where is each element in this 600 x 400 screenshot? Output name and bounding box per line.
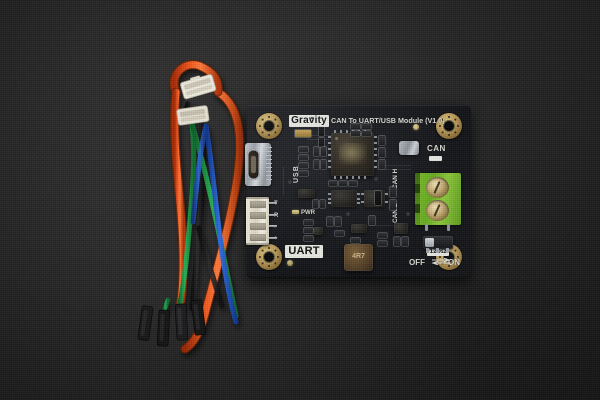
terminal-screw-can-h[interactable] (426, 177, 449, 198)
pcb-via (347, 213, 349, 215)
pcb-trace (283, 167, 284, 195)
small-sot-ic (298, 189, 315, 198)
terminator-slide-switch[interactable] (423, 236, 453, 253)
chip-resistor (299, 171, 308, 176)
inductor-marking: 4R7 (352, 253, 365, 260)
chip-resistor (339, 181, 347, 186)
indicator-led (287, 260, 293, 266)
terminal-screw-can-l[interactable] (426, 200, 449, 221)
uart-pin-label-minus: - (274, 225, 276, 231)
uart-pin-label-r: R (274, 213, 279, 219)
can-marker-box (429, 156, 442, 161)
power-led (292, 210, 299, 214)
uart-pin-plus (269, 236, 277, 239)
chip-capacitor (402, 237, 408, 246)
pcb-trace (307, 139, 347, 140)
chip-capacitor (379, 148, 385, 157)
power-inductor: 4R7 (344, 244, 373, 271)
cable-jst-connector-lower (176, 105, 210, 126)
chip-capacitor (319, 138, 324, 147)
cable-dupont-ends (137, 299, 207, 347)
status-led (413, 124, 419, 130)
chip-capacitor (379, 136, 385, 145)
main-microcontroller-ic (328, 130, 377, 179)
cable-jst-connector (180, 74, 217, 100)
chip-resistor (299, 155, 308, 160)
chip-resistor (304, 220, 313, 225)
chip-capacitor (314, 147, 319, 156)
chip-capacitor (319, 127, 324, 136)
chip-resistor (349, 181, 357, 186)
chip-resistor (304, 228, 313, 233)
crystal-oscillator (399, 141, 419, 155)
uart-pin-label-plus: + (274, 236, 278, 242)
chip-resistor (295, 130, 311, 137)
chip-resistor (378, 233, 387, 238)
can-screw-terminal-block[interactable] (415, 173, 461, 231)
chip-capacitor (320, 200, 325, 208)
switch-off-label: OFF (409, 258, 425, 267)
chip-resistor (299, 147, 308, 152)
chip-resistor (335, 231, 344, 236)
pcb-via (289, 181, 291, 183)
can-high-label: CAN H (392, 168, 399, 189)
uart-jst-connector[interactable] (246, 197, 269, 245)
pcb-via (407, 213, 409, 215)
chip-resistor (362, 124, 371, 129)
can-transceiver-ic (328, 190, 360, 207)
pcb-board: Gravity CAN To UART/USB Module (V1.0) CA… (245, 105, 471, 278)
uart-pin-t (269, 202, 277, 205)
chip-capacitor (390, 200, 396, 210)
uart-label: UART (285, 245, 323, 258)
can-label: CAN (427, 144, 446, 153)
pwr-label: PWR (301, 210, 315, 216)
sot23-transistor (394, 223, 408, 234)
chip-resistor (329, 181, 337, 186)
pcb-trace (365, 225, 409, 226)
board-title: CAN To UART/USB Module (V1.0) (331, 116, 445, 125)
pcb-trace (377, 165, 411, 166)
mounting-hole-bottom-left (256, 244, 282, 270)
pcb-via (375, 178, 377, 180)
chip-resistor (299, 163, 308, 168)
chip-capacitor (321, 147, 326, 156)
pcb-trace (377, 169, 411, 170)
pcb-via (311, 117, 313, 119)
switch-direction-arrow (431, 258, 451, 265)
chip-capacitor (379, 160, 385, 169)
sot23-small (313, 227, 323, 235)
chip-capacitor (394, 237, 400, 246)
mounting-hole-top-left (256, 113, 282, 139)
chip-resistor (378, 241, 387, 246)
chip-capacitor (321, 160, 326, 169)
chip-capacitor (335, 217, 341, 226)
chip-resistor (351, 238, 360, 243)
sot23-regulator (351, 224, 367, 233)
chip-capacitor (327, 217, 333, 226)
switch-on-label: ON (448, 258, 460, 267)
gravity-logo: Gravity (289, 115, 329, 127)
cable-wire-bundle (147, 60, 245, 354)
chip-capacitor (369, 216, 375, 225)
mounting-hole-top-right (436, 113, 462, 139)
uart-pin-r (269, 213, 277, 216)
pcb-trace (307, 135, 353, 136)
chip-resistor (304, 236, 313, 241)
chip-capacitor (314, 160, 319, 169)
uart-pin-minus (269, 225, 277, 228)
chip-capacitor (375, 191, 381, 205)
usb-c-connector[interactable] (245, 143, 272, 186)
chip-capacitor (313, 200, 318, 208)
chip-capacitor (390, 187, 396, 197)
chip-resistor (351, 131, 360, 136)
chip-resistor (362, 131, 371, 136)
chip-resistor (351, 124, 360, 129)
